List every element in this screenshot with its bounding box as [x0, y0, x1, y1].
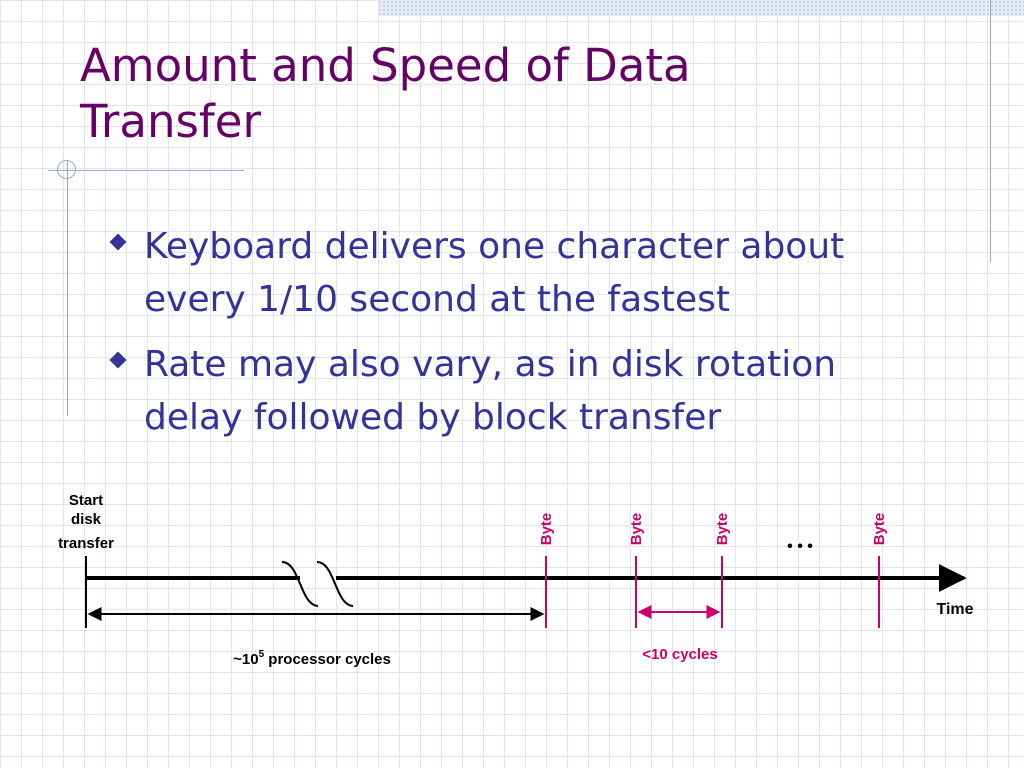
time-label: Time [936, 601, 973, 618]
delay-label: ~105 processor cycles [233, 649, 391, 668]
cycles-label: <10 cycles [642, 646, 718, 663]
bullet-item: Rate may also vary, as in disk rotation … [108, 338, 968, 444]
right-vertical-rule [990, 0, 991, 262]
axis-break-curve-left [281, 561, 319, 607]
top-decorative-band [378, 0, 1024, 16]
start-label-line-3: transfer [58, 535, 114, 552]
byte-label: Byte [871, 513, 888, 546]
bullet-text-line-1: Rate may also vary, as in disk rotation [144, 344, 837, 385]
bullet-text-line-2: delay followed by block transfer [144, 397, 722, 438]
slide-title-line-2: Transfer [80, 95, 261, 148]
start-label-line-2: disk [71, 511, 102, 528]
ellipsis-dots: • • • [787, 538, 813, 555]
left-vertical-rule [67, 160, 68, 416]
delay-label-suffix: processor cycles [264, 651, 391, 668]
decorative-ring [57, 160, 76, 179]
bullet-text-line-2: every 1/10 second at the fastest [144, 279, 731, 320]
bullet-item: Keyboard delivers one character about ev… [108, 220, 968, 326]
start-label-line-1: Start [69, 492, 103, 509]
byte-label: Byte [714, 513, 731, 546]
slide-title-line-1: Amount and Speed of Data [80, 39, 691, 92]
title-underline-rule [48, 170, 244, 171]
bullet-list: Keyboard delivers one character about ev… [108, 220, 968, 456]
delay-label-prefix: ~10 [233, 651, 258, 668]
byte-label: Byte [538, 513, 555, 546]
slide-title: Amount and Speed of Data Transfer [80, 38, 960, 150]
axis-break-curve-right [316, 561, 354, 607]
byte-label: Byte [628, 513, 645, 546]
bullet-text-line-1: Keyboard delivers one character about [144, 226, 845, 267]
delay-label-exponent: 5 [259, 649, 265, 660]
